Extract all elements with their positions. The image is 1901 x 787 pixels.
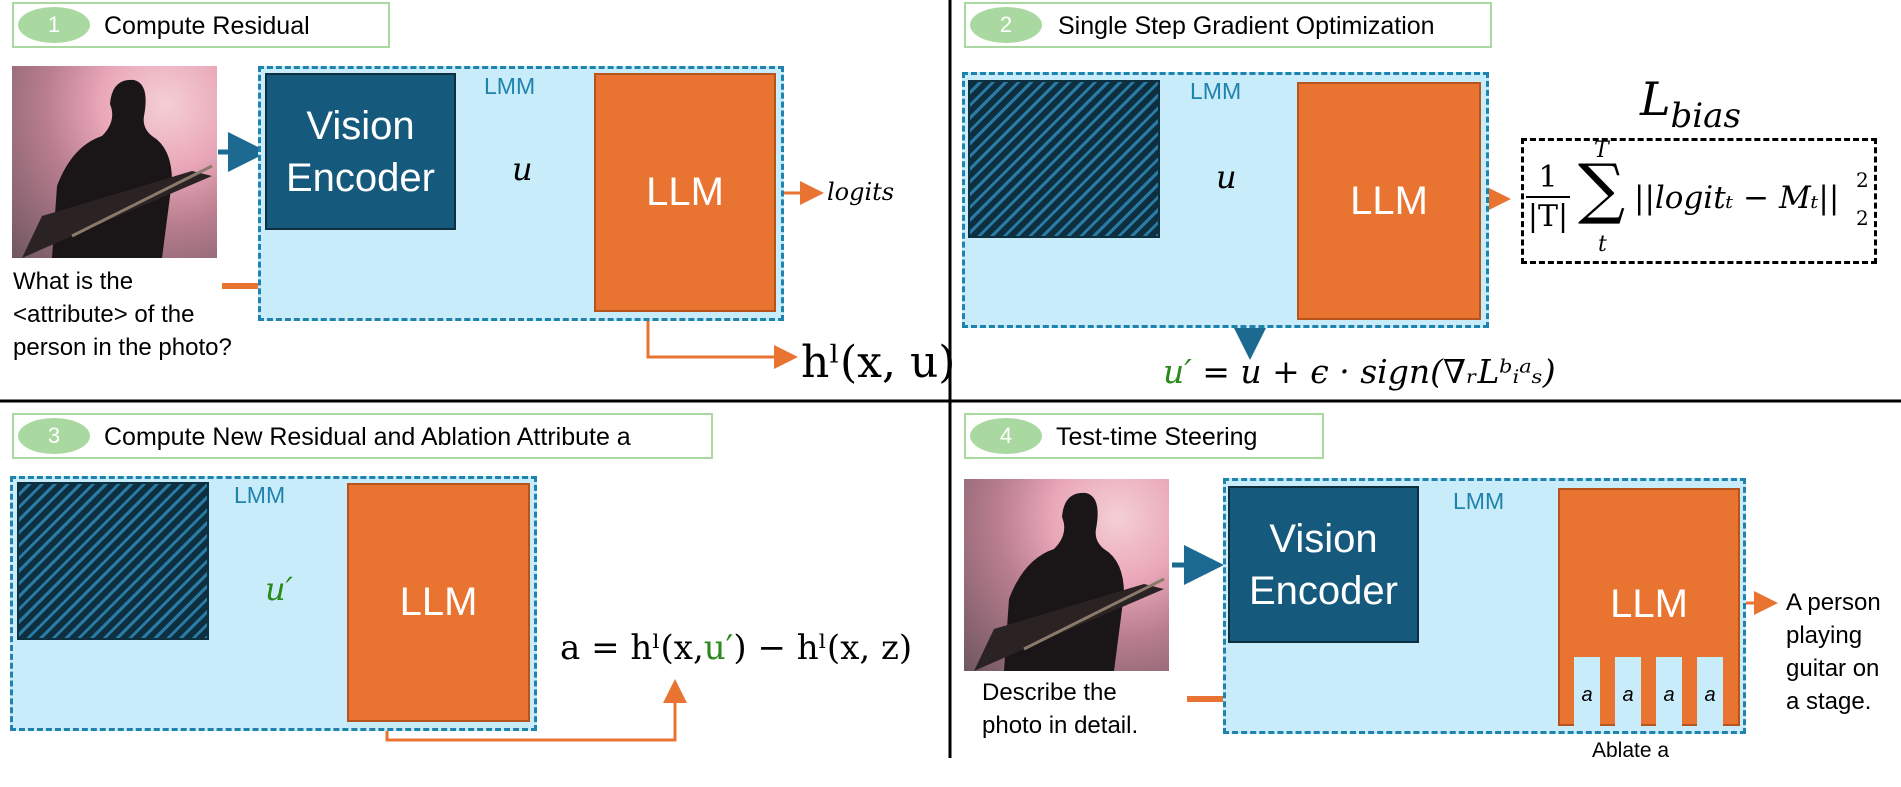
lmm-label-1: LMM	[484, 73, 536, 99]
logits-label: logits	[827, 178, 895, 206]
step-badge-2: 2	[970, 7, 1042, 43]
question-text: What is the <attribute> of the person in…	[13, 268, 232, 361]
ablate-label: Ablate a	[1592, 739, 1670, 762]
model-output-text: A person playing guitar on a stage.	[1786, 589, 1881, 715]
arrow-residual-1	[646, 312, 798, 369]
llm-block-1: LLM	[594, 73, 776, 312]
panel-4-header: 4 Test-time Steering	[964, 413, 1324, 459]
panel-2-header: 2 Single Step Gradient Optimization	[964, 2, 1492, 48]
panel-1-title: Compute Residual	[104, 12, 310, 40]
step-badge-1: 1	[18, 7, 90, 43]
hatched-image-3	[17, 482, 209, 640]
loss-box	[1521, 138, 1877, 264]
llm-block-3: LLM	[347, 483, 530, 722]
ablate-slot-4: a	[1697, 657, 1723, 726]
describe-prompt: Describe the photo in detail.	[982, 679, 1139, 739]
llm-block-2: LLM	[1297, 82, 1481, 320]
guitarist-photo-4	[964, 479, 1169, 671]
u-label-2: u	[1216, 158, 1237, 196]
lmm-label-4: LMM	[1453, 488, 1505, 514]
update-equation: u′ = u + ϵ · sign(∇ᵣLᵇᵢᵃₛ)	[1163, 352, 1556, 391]
ablation-equation: a = hˡ(x,u′) − hˡ(x, z)	[560, 628, 913, 668]
guitarist-photo-1	[12, 66, 217, 258]
u-prime-label-3: u′	[265, 570, 293, 608]
ablate-slot-1: a	[1574, 657, 1600, 726]
panel-4-title: Test-time Steering	[1056, 423, 1258, 451]
lmm-label-3: LMM	[234, 482, 286, 508]
loss-formula: 1 |T| T ∑ t ||logitₜ − Mₜ|| 2 2	[1526, 138, 1869, 257]
panel-1-header: 1 Compute Residual	[12, 2, 390, 48]
step-badge-3: 3	[18, 418, 90, 454]
ablate-slot-2: a	[1615, 657, 1641, 726]
panel-3-title: Compute New Residual and Ablation Attrib…	[104, 423, 631, 451]
ablate-slot-3: a	[1656, 657, 1682, 726]
panel-2-title: Single Step Gradient Optimization	[1058, 12, 1435, 40]
hatched-image-2	[968, 80, 1160, 238]
panel-3-header: 3 Compute New Residual and Ablation Attr…	[12, 413, 713, 459]
loss-title: Lbias	[1640, 72, 1741, 136]
arrow-residual-3	[385, 679, 687, 742]
residual-output-1: hˡ(x, u)	[801, 337, 956, 388]
u-label-1: u	[512, 150, 533, 188]
step-badge-4: 4	[970, 418, 1042, 454]
lmm-label-2: LMM	[1190, 78, 1242, 104]
